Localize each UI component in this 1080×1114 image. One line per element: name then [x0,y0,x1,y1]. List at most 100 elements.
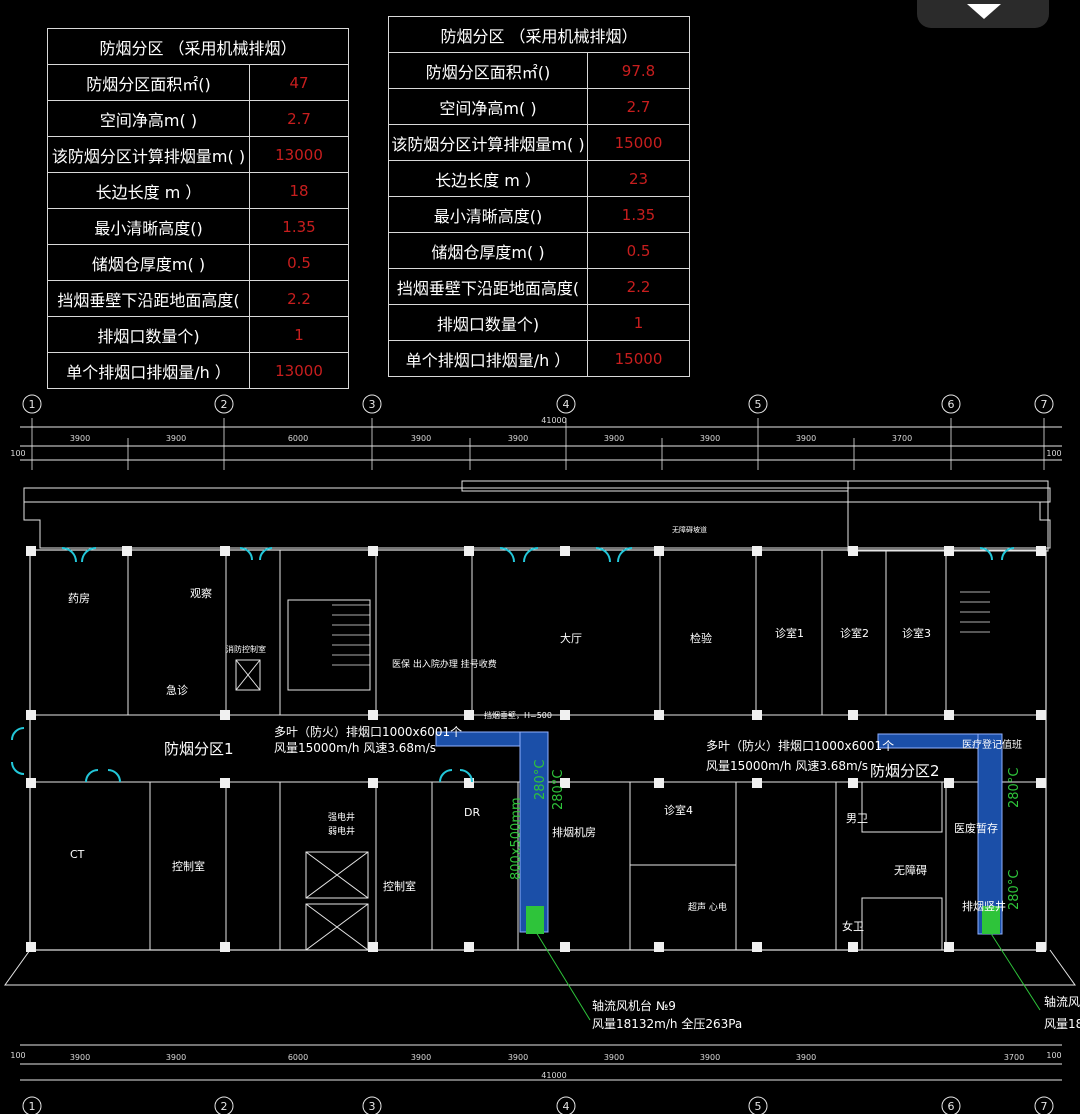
room-records: 医疗登记值班 [962,738,1022,751]
axis-label: 5 [755,398,762,411]
room-weak-shaft: 弱电井 [328,825,355,837]
room-emergency: 急诊 [166,683,188,697]
row-value: 1 [249,316,349,353]
smoke-zone-table-2: 防烟分区 （采用机械排烟） 防烟分区面积㎡()97.8 空间净高m( )2.7 … [388,16,690,377]
axis-label: 6 [948,1100,955,1113]
axis-label: 7 [1041,398,1048,411]
collapse-toggle-button[interactable] [917,0,1049,28]
temp-label: 280°C [1007,768,1022,808]
span-dim: 3900 [796,1053,816,1062]
row-label: 长边长度 m ） [47,172,250,209]
axis-numbers: 1 2 3 4 5 6 7 1 2 3 4 5 6 7 [29,398,1048,1113]
baffle-label: 挡烟垂壁，H=500 [484,710,552,720]
room-clinic1: 诊室1 [775,626,804,640]
floor-plan: 41000 3900 3900 6000 3900 3900 3900 3900… [4,394,1080,1114]
row-value: 18 [249,172,349,209]
span-dim: 3900 [70,434,90,443]
vent1-label: 多叶（防火）排烟口1000x6001个 [274,724,462,739]
fan2-spec: 风量18 [1044,1017,1080,1031]
air1-label: 风量15000m/h 风速3.68m/s [274,741,436,755]
total-dim-bottom: 41000 [541,1071,566,1080]
room-control2: 控制室 [383,879,416,893]
row-value: 1.35 [587,196,690,233]
room-ultrasound: 超声 心电 [688,901,727,913]
row-label: 空间净高m( ) [388,88,588,125]
room-clinic4: 诊室4 [664,803,693,817]
room-ct: CT [70,848,85,861]
row-value: 1.35 [249,208,349,245]
room-medical-insurance: 医保 出入院办理 挂号收费 [392,658,497,670]
span-dim: 3700 [892,434,912,443]
room-control1: 控制室 [172,859,205,873]
vent2-label: 多叶（防火）排烟口1000x6001个 [706,738,894,753]
room-strong-shaft: 强电井 [328,811,355,823]
axis-label: 2 [221,1100,228,1113]
row-value: 15000 [587,340,690,377]
row-label: 储烟仓厚度m( ) [47,244,250,281]
row-value: 13000 [249,136,349,173]
row-label: 储烟仓厚度m( ) [388,232,588,269]
room-dr: DR [464,806,480,819]
air2-label: 风量15000m/h 风速3.68m/s [706,759,868,773]
span-dim: 3900 [411,1053,431,1062]
row-label: 最小清晰高度() [47,208,250,245]
ramp-label: 无障碍坡道 [672,525,707,534]
row-label: 防烟分区面积㎡() [388,52,588,89]
doors [11,547,1015,783]
row-label: 防烟分区面积㎡() [47,64,250,101]
smoke-ducts [435,731,1041,1021]
row-value: 2.2 [587,268,690,305]
span-dim: 3900 [700,434,720,443]
green-annotations: 800x500mm 280°C 280°C 280°C 280°C [509,760,1022,910]
axis-label: 3 [369,1100,376,1113]
end-dim: 100 [10,1051,25,1060]
room-accessible: 无障碍 [894,863,927,877]
axis-label: 7 [1041,1100,1048,1113]
row-label: 空间净高m( ) [47,100,250,137]
fan1-label: 轴流风机台 №9 [592,998,676,1013]
row-label: 单个排烟口排烟量/h ） [388,340,588,377]
span-dim: 3900 [166,434,186,443]
span-dim: 3900 [411,434,431,443]
table-title: 防烟分区 （采用机械排烟） [388,16,690,53]
span-dim: 3900 [604,1053,624,1062]
room-clinic2: 诊室2 [840,626,869,640]
zone1-label: 防烟分区1 [164,740,234,758]
span-dim: 6000 [288,434,308,443]
smoke-zone-table-1: 防烟分区 （采用机械排烟） 防烟分区面积㎡()47 空间净高m( )2.7 该防… [47,28,349,389]
span-dim: 6000 [288,1053,308,1062]
row-value: 47 [249,64,349,101]
row-label: 该防烟分区计算排烟量m( ) [388,124,588,161]
row-value: 13000 [249,352,349,389]
end-dim: 100 [1046,449,1061,458]
room-fire-control: 消防控制室 [226,644,266,654]
chevron-down-icon [967,4,1001,19]
row-value: 15000 [587,124,690,161]
end-dim: 100 [1046,1051,1061,1060]
room-female-wc: 女卫 [842,919,864,933]
temp-label: 280°C [533,760,548,800]
row-label: 挡烟垂壁下沿距地面高度( [47,280,250,317]
span-dim: 3900 [700,1053,720,1062]
row-value: 0.5 [249,244,349,281]
zone2-label: 防烟分区2 [870,762,940,780]
dimension-labels: 41000 3900 3900 6000 3900 3900 3900 3900… [10,416,1061,1080]
row-value: 23 [587,160,690,197]
span-dim: 3900 [796,434,816,443]
axis-label: 6 [948,398,955,411]
row-value: 0.5 [587,232,690,269]
span-dim: 3900 [508,1053,528,1062]
row-label: 排烟口数量个) [388,304,588,341]
axis-markers-top [22,394,1054,414]
axis-label: 5 [755,1100,762,1113]
row-value: 2.2 [249,280,349,317]
row-label: 排烟口数量个) [47,316,250,353]
room-clinic3: 诊室3 [902,626,931,640]
temp-label: 280°C [1007,870,1022,910]
span-dim: 3900 [508,434,528,443]
axis-label: 1 [29,398,36,411]
fan1-spec: 风量18132m/h 全压263Pa [592,1016,742,1031]
row-value: 2.7 [587,88,690,125]
room-fan: 排烟机房 [552,825,596,839]
annotations: 多叶（防火）排烟口1000x6001个 风量15000m/h 风速3.68m/s… [274,525,1080,1031]
